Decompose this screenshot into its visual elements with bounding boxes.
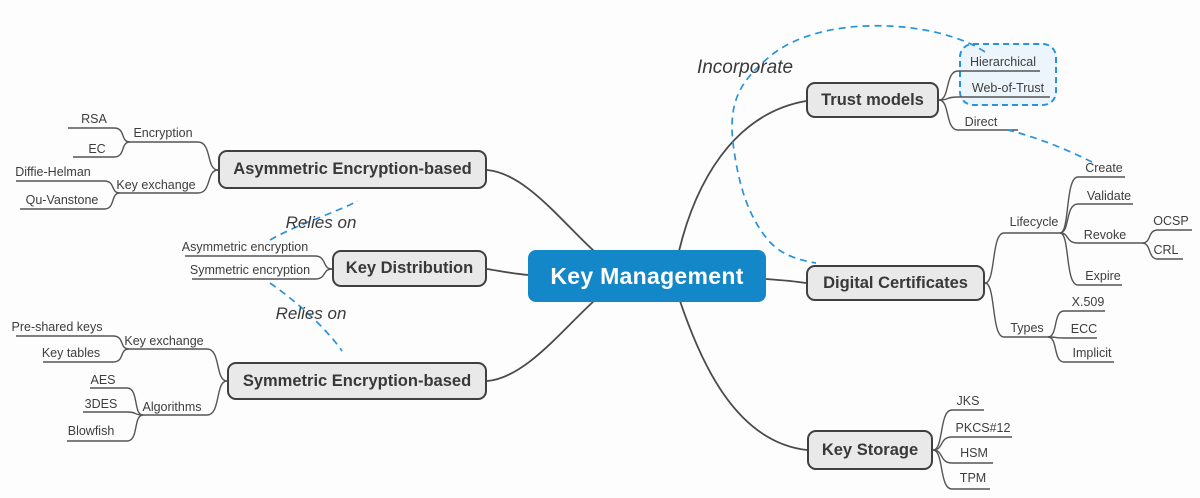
subtopic-crl[interactable]: CRL bbox=[1153, 243, 1179, 257]
subtopic-hsm[interactable]: HSM bbox=[960, 446, 988, 460]
topic-key-management-label: Key Management bbox=[550, 262, 744, 289]
topic-trust-models[interactable]: Trust models bbox=[806, 82, 939, 118]
subtopic-types[interactable]: Types bbox=[1010, 321, 1044, 335]
subtopic-qu-vanstone[interactable]: Qu-Vanstone bbox=[25, 193, 99, 207]
topic-trust-models-label: Trust models bbox=[821, 90, 924, 109]
line-ecc bbox=[1047, 336, 1097, 339]
branch-key-storage bbox=[679, 300, 808, 451]
topic-key-storage-label: Key Storage bbox=[821, 440, 919, 459]
subtopic-ocsp[interactable]: OCSP bbox=[1153, 214, 1189, 228]
subtopic-aes[interactable]: AES bbox=[90, 373, 116, 387]
line-ocsp bbox=[1141, 229, 1192, 244]
subtopic-ecc[interactable]: ECC bbox=[1070, 322, 1098, 336]
subtopic-ec[interactable]: EC bbox=[88, 142, 106, 156]
subtopic-diffie-helman[interactable]: Diffie-Helman bbox=[15, 165, 91, 179]
topic-digital-certificates-label: Digital Certificates bbox=[823, 273, 968, 292]
subtopic-implicit[interactable]: Implicit bbox=[1072, 346, 1112, 360]
topic-digital-certificates[interactable]: Digital Certificates bbox=[806, 265, 985, 301]
subtopic-symmetric-encryption[interactable]: Symmetric encryption bbox=[189, 263, 311, 277]
relationship-label-relies-on-top[interactable]: Relies on bbox=[285, 213, 357, 232]
branch-digital-certificates bbox=[765, 278, 807, 284]
subtopic-direct[interactable]: Direct bbox=[964, 115, 998, 129]
line-rsa bbox=[68, 127, 131, 143]
topic-key-management[interactable]: Key Management bbox=[528, 250, 766, 302]
subtopic-encryption[interactable]: Encryption bbox=[133, 126, 193, 140]
line-diffie-helman bbox=[16, 180, 121, 194]
topic-key-distribution-label: Key Distribution bbox=[345, 259, 474, 277]
subtopic-asymmetric-encryption[interactable]: Asymmetric encryption bbox=[181, 240, 309, 254]
line-lifecycle bbox=[984, 232, 1060, 284]
subtopic-tpm[interactable]: TPM bbox=[959, 471, 987, 485]
branch-asymmetric bbox=[486, 169, 595, 252]
subtopic-hierarchical[interactable]: Hierarchical bbox=[970, 55, 1036, 69]
line-encryption bbox=[130, 141, 219, 171]
subtopic-key-tables[interactable]: Key tables bbox=[41, 346, 101, 360]
line-key-exchange-2 bbox=[129, 348, 228, 382]
topic-asymmetric-label: Asymmetric Encryption-based bbox=[233, 160, 472, 178]
subtopic-3des[interactable]: 3DES bbox=[84, 397, 118, 411]
subtopic-pre-shared-keys[interactable]: Pre-shared keys bbox=[11, 320, 103, 334]
branch-trust-models bbox=[678, 100, 807, 252]
topic-symmetric-label: Symmetric Encryption-based bbox=[242, 371, 472, 390]
subtopic-web-of-trust[interactable]: Web-of-Trust bbox=[971, 81, 1045, 95]
trust-group-boundary[interactable] bbox=[959, 43, 1057, 106]
branch-symmetric bbox=[486, 300, 595, 382]
subtopic-key-exchange-2[interactable]: Key exchange bbox=[124, 334, 204, 348]
topic-key-storage[interactable]: Key Storage bbox=[807, 430, 933, 470]
branch-key-distribution bbox=[486, 268, 530, 276]
topic-asymmetric-encryption-based[interactable]: Asymmetric Encryption-based bbox=[218, 150, 487, 189]
line-3des bbox=[83, 411, 144, 416]
relationship-arrow-create-to-direct[interactable] bbox=[1007, 129, 1093, 163]
line-create bbox=[1059, 176, 1125, 234]
subtopic-create[interactable]: Create bbox=[1085, 161, 1123, 175]
subtopic-blowfish[interactable]: Blowfish bbox=[67, 424, 115, 438]
relationship-label-relies-on-bottom[interactable]: Relies on bbox=[275, 304, 347, 323]
subtopic-expire[interactable]: Expire bbox=[1085, 269, 1121, 283]
relationship-label-incorporate[interactable]: Incorporate bbox=[696, 57, 794, 78]
subtopic-pkcs12[interactable]: PKCS#12 bbox=[955, 421, 1011, 435]
topic-key-distribution[interactable]: Key Distribution bbox=[332, 250, 487, 287]
subtopic-x509[interactable]: X.509 bbox=[1071, 295, 1105, 309]
subtopic-algorithms[interactable]: Algorithms bbox=[142, 400, 202, 414]
subtopic-key-exchange-1[interactable]: Key exchange bbox=[116, 178, 196, 192]
topic-symmetric-encryption-based[interactable]: Symmetric Encryption-based bbox=[227, 362, 487, 400]
subtopic-jks[interactable]: JKS bbox=[956, 394, 980, 408]
subtopic-lifecycle[interactable]: Lifecycle bbox=[1009, 215, 1059, 229]
subtopic-revoke[interactable]: Revoke bbox=[1083, 228, 1127, 242]
subtopic-validate[interactable]: Validate bbox=[1086, 189, 1132, 203]
subtopic-rsa[interactable]: RSA bbox=[81, 112, 107, 126]
